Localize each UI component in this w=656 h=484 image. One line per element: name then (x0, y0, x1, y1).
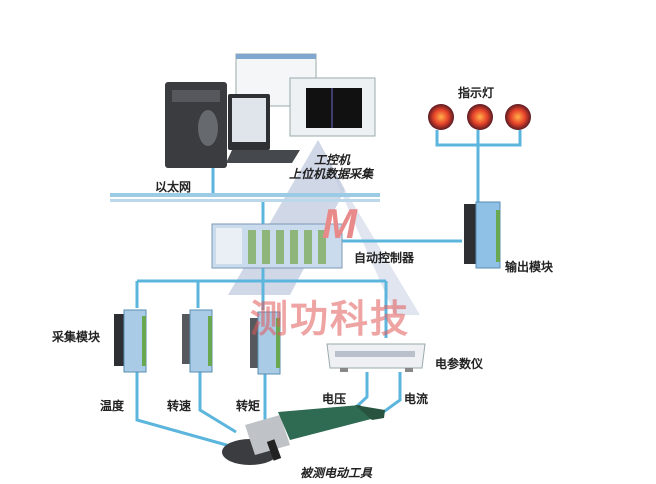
ethernet-bus (110, 193, 380, 202)
speed-label: 转速 (167, 399, 192, 413)
indicator-lights-label: 指示灯 (458, 86, 495, 100)
power-tool (222, 405, 385, 465)
indicator-lamp (467, 104, 493, 130)
watermark-text: 测功科技 (250, 297, 411, 341)
acq-module-label: 采集模块 (52, 330, 101, 344)
torque-label: 转矩 (236, 399, 261, 413)
upper-daq-label: 上位机数据采集 (289, 167, 374, 181)
automatic-controller (211, 223, 343, 269)
controller-label: 自动控制器 (354, 251, 415, 265)
tool-label: 被测电动工具 (300, 466, 373, 480)
output-module (464, 201, 501, 269)
connection-lines (135, 130, 522, 448)
output-module-label: 输出模块 (505, 260, 554, 274)
acquisition-module (114, 309, 147, 373)
industrial-pc (165, 82, 300, 168)
ipc-label: 工控机 (314, 153, 351, 167)
indicator-lamp (428, 104, 454, 130)
acquisition-module (182, 309, 213, 373)
current-label: 电流 (404, 392, 429, 406)
temperature-label: 温度 (100, 399, 125, 413)
ethernet-label: 以太网 (155, 180, 192, 194)
power-meter (326, 343, 426, 372)
watermark-logo: M (322, 200, 358, 247)
power-meter-label: 电参数仪 (435, 357, 484, 371)
acquisition-module (250, 311, 281, 375)
voltage-label: 电压 (322, 392, 347, 406)
indicator-lamp (505, 104, 531, 130)
